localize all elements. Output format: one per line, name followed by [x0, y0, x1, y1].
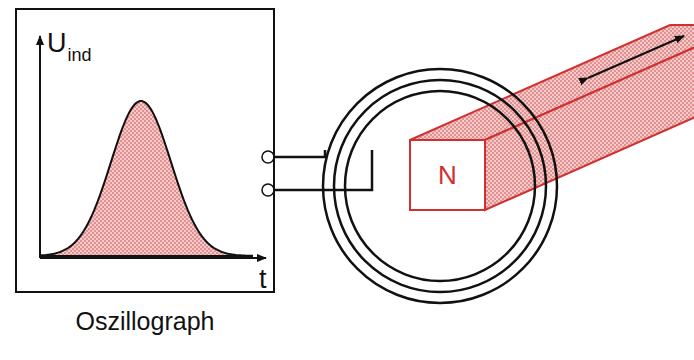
- voltage-pulse: [40, 101, 252, 256]
- axis-subscript: ind: [68, 46, 92, 64]
- axis-label: t: [259, 266, 267, 293]
- magnet-pole: N: [410, 140, 485, 210]
- bar-magnet: [410, 25, 694, 210]
- axis: [40, 36, 266, 258]
- coil: [323, 69, 557, 303]
- wire: [274, 150, 372, 190]
- terminal: [262, 151, 274, 196]
- caption: Oszillograph: [76, 309, 215, 334]
- motion-arrow: [588, 36, 684, 78]
- pole-label: N: [438, 162, 457, 188]
- axis-label: U: [47, 30, 67, 57]
